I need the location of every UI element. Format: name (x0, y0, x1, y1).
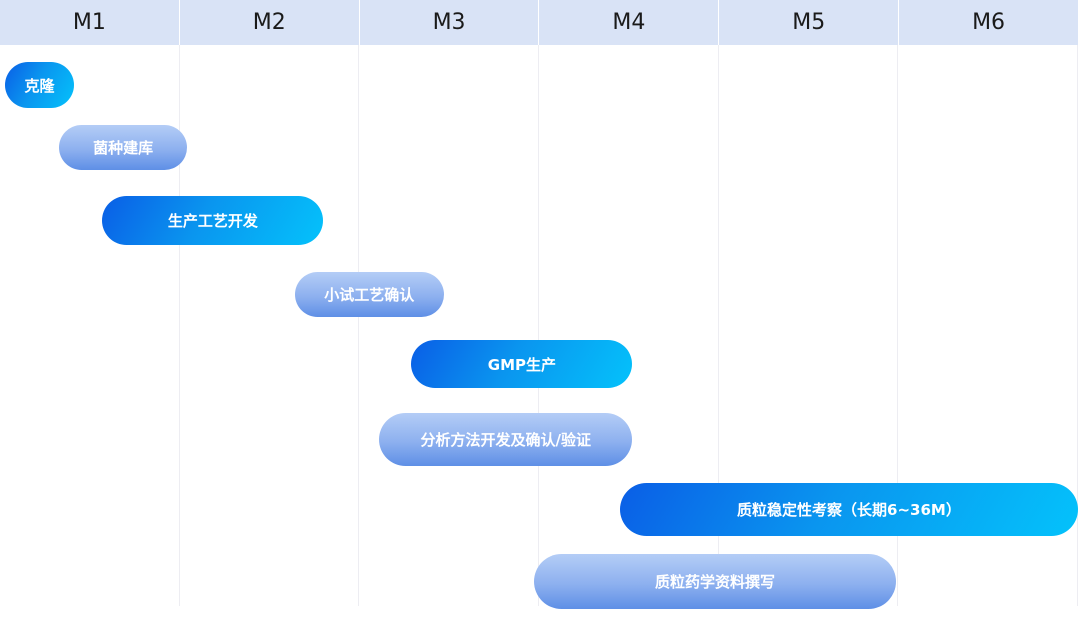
grid-column (359, 45, 540, 606)
task-bar-pilot-process-confirmation: 小试工艺确认 (294, 272, 444, 317)
month-header: M1 M2 M3 M4 M5 M6 (0, 0, 1078, 45)
task-bar-cmc-documentation: 质粒药学资料撰写 (533, 554, 897, 609)
month-header-m6: M6 (972, 10, 1006, 35)
grid-column (180, 45, 360, 606)
grid-column (719, 45, 899, 606)
grid-column (898, 45, 1079, 606)
task-bar-plasmid-stability: 质粒稳定性考察（长期6~36M） (619, 483, 1078, 536)
task-bar-gmp-production: GMP生产 (411, 340, 633, 388)
month-header-m3: M3 (360, 0, 540, 45)
grid-column (539, 45, 719, 606)
task-bar-analytical-method: 分析方法开发及确认/验证 (379, 413, 633, 466)
month-header-m5: M5 (719, 0, 900, 45)
task-bar-cell-bank: 菌种建库 (59, 125, 187, 170)
task-bar-process-development: 生产工艺开发 (102, 196, 324, 245)
month-header-m4: M4 (539, 0, 720, 45)
month-header-m1: M1 (0, 0, 180, 45)
task-bar-clone: 克隆 (5, 62, 74, 108)
grid-column (0, 45, 180, 606)
timeline-grid (0, 45, 1079, 606)
month-header-m2: M2 (180, 0, 360, 45)
